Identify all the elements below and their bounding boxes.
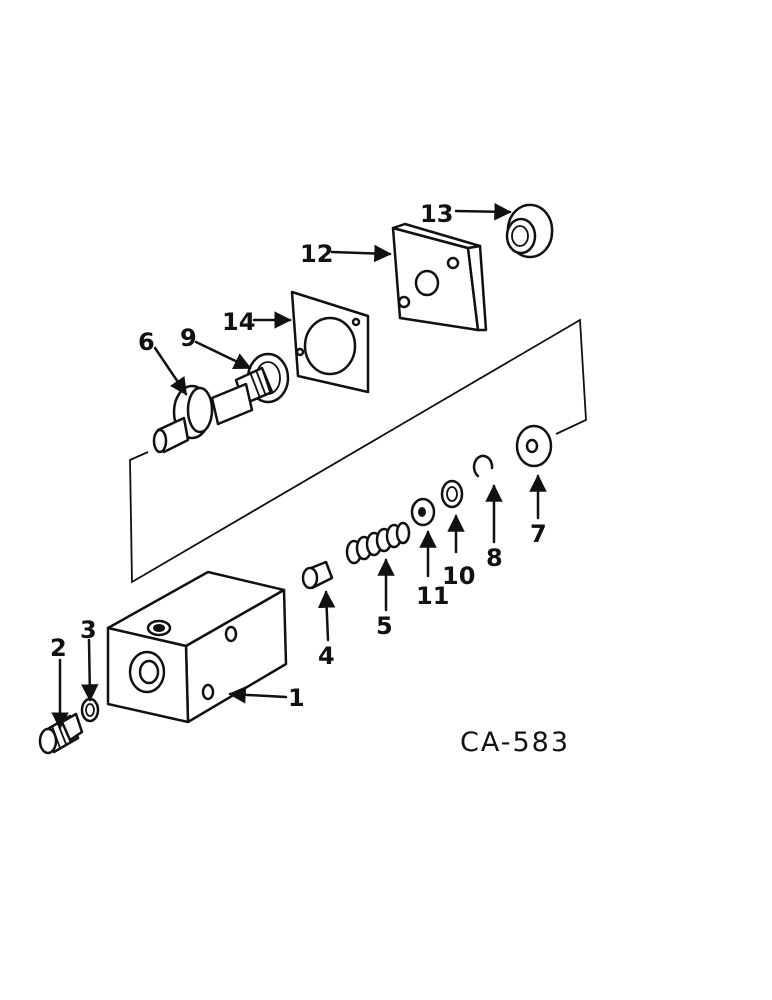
callout-14: 14 <box>222 308 255 336</box>
part-5-spring-shape <box>345 521 411 565</box>
callout-11: 11 <box>416 582 449 610</box>
leader-9 <box>194 340 252 370</box>
callout-7: 7 <box>530 520 547 548</box>
leader-6 <box>153 346 188 396</box>
assembly-outline <box>129 318 587 584</box>
callout-12: 12 <box>300 240 333 268</box>
part-8-snap-ring-shape <box>472 454 494 478</box>
callout-9: 9 <box>180 324 197 352</box>
leader-13 <box>454 202 512 221</box>
callout-2: 2 <box>50 634 67 662</box>
callout-10: 10 <box>442 562 475 590</box>
leader-1 <box>228 686 288 704</box>
leader-4 <box>317 590 336 642</box>
part-11-washer-shape <box>410 497 436 527</box>
part-3-o-ring-shape <box>80 697 100 723</box>
part-1-valve-body-shape <box>106 570 288 724</box>
part-4-plug-shape <box>301 560 334 590</box>
part-12-plate-shape <box>391 222 488 332</box>
callout-6: 6 <box>138 328 155 356</box>
part-7-washer-shape <box>515 424 553 468</box>
leader-3 <box>80 638 99 702</box>
callout-4: 4 <box>318 642 335 670</box>
drawing-code: CA-583 <box>460 727 570 758</box>
leader-12 <box>330 244 392 263</box>
part-10-washer-shape <box>440 479 464 509</box>
callout-13: 13 <box>420 200 453 228</box>
callout-8: 8 <box>486 544 503 572</box>
callout-1: 1 <box>288 684 305 712</box>
part-6-valve-stem-shape <box>152 366 274 454</box>
part-14-gasket-shape <box>290 290 370 394</box>
callout-3: 3 <box>80 616 97 644</box>
callout-5: 5 <box>376 612 393 640</box>
part-13-bushing-shape <box>505 203 554 259</box>
